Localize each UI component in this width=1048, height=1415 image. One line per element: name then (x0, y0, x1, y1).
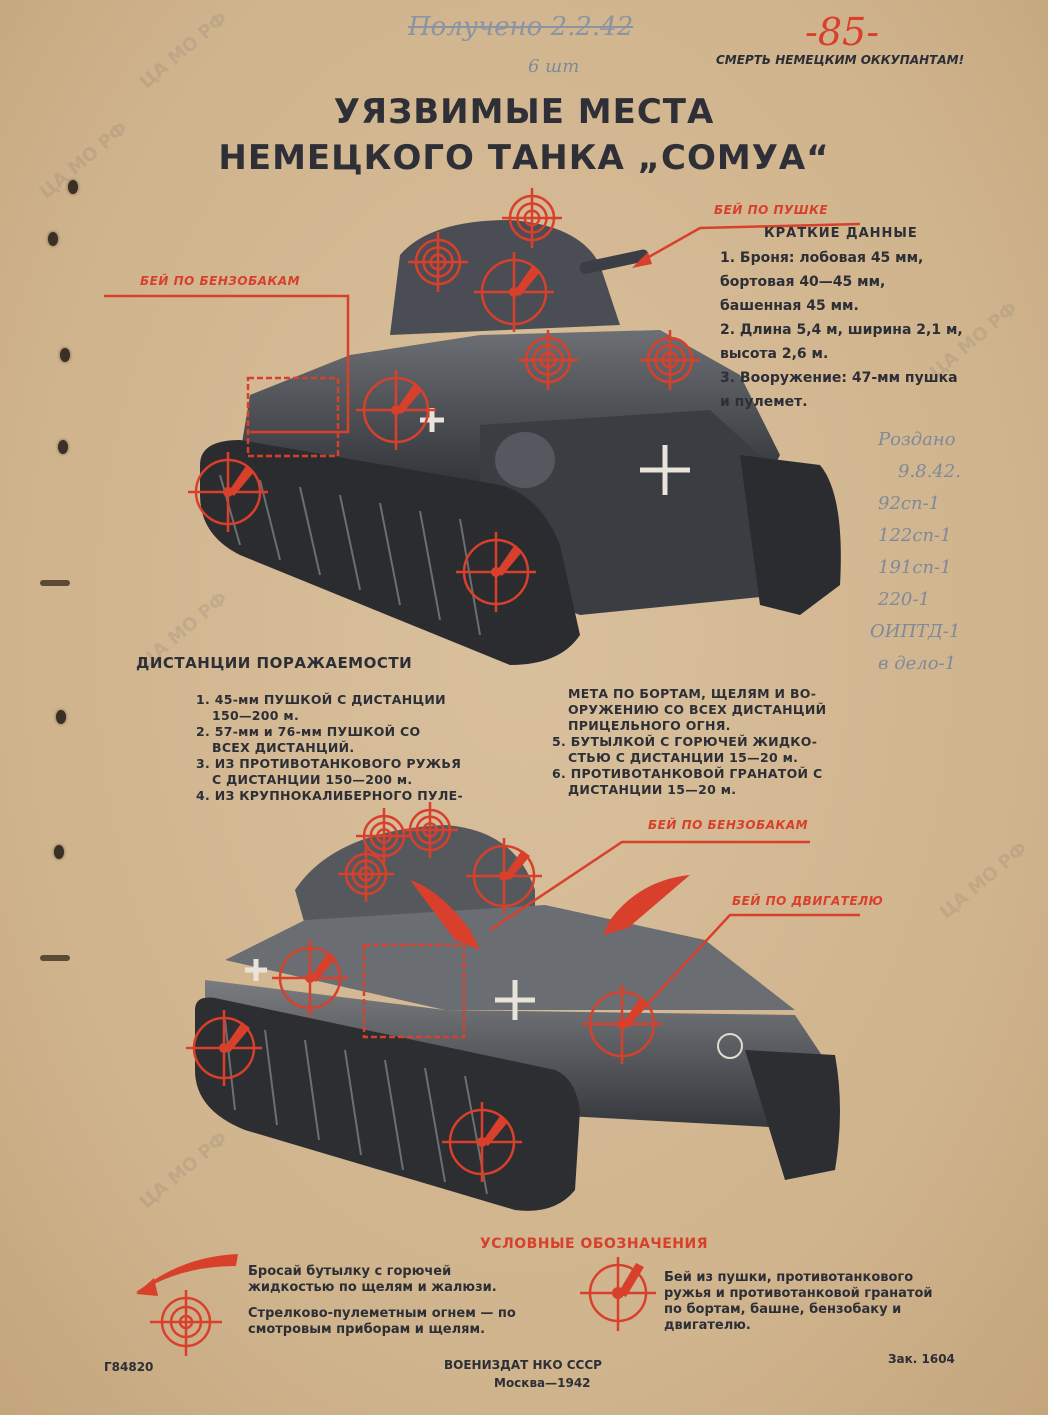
label-hit-gun: БЕЙ ПО ПУШКЕ (714, 203, 829, 217)
handwritten-quantity: 6 шт (528, 56, 580, 77)
binding-slot (40, 955, 70, 961)
footer-publisher: ВОЕНИЗДАТ НКО СССР (444, 1358, 602, 1372)
handwritten-line: в дело-1 (878, 653, 957, 674)
binding-hole (58, 440, 68, 454)
handwritten-line: 122сп-1 (878, 525, 952, 546)
legend-arrow-icon (136, 1254, 238, 1296)
distance-line: С ДИСТАНЦИИ 150—200 м. (212, 772, 413, 787)
handwritten-line: 92сп-1 (878, 493, 941, 514)
spec-item: 1. Броня: лобовая 45 мм, бортовая 40—45 … (720, 250, 924, 314)
specs-list: 1. Броня: лобовая 45 мм, бортовая 40—45 … (720, 246, 970, 414)
hit-target-marker (466, 838, 542, 914)
distance-line: ДИСТАНЦИИ 15—20 м. (568, 782, 737, 797)
hit-target-marker (456, 532, 536, 612)
handwritten-line: 220-1 (878, 589, 930, 610)
distance-line: 150—200 м. (212, 708, 300, 723)
aim-target-marker (518, 330, 578, 390)
distance-line: 5. БУТЫЛКОЙ С ГОРЮЧЕЙ ЖИДКО- (552, 734, 818, 749)
legend-heading: УСЛОВНЫЕ ОБОЗНАЧЕНИЯ (480, 1236, 708, 1252)
distance-line: ОРУЖЕНИЮ СО ВСЕХ ДИСТАНЦИЙ (568, 702, 827, 717)
handwritten-received-note: Получено 2.2.42 (408, 12, 634, 42)
footer-order: Зак. 1604 (888, 1352, 955, 1366)
handwritten-line: 191сп-1 (878, 557, 952, 578)
handwritten-line: Роздано (878, 429, 956, 450)
distances-col-1: 1. 45-мм ПУШКОЙ С ДИСТАНЦИИ 150—200 м. 2… (196, 692, 496, 804)
footer-city-year: Москва—1942 (494, 1376, 591, 1390)
spec-item: 2. Длина 5,4 м, ширина 2,1 м, высота 2,6… (720, 322, 963, 362)
binding-hole (60, 348, 70, 362)
spec-item: 3. Вооружение: 47-мм пушка и пулемет. (720, 370, 958, 410)
aim-target-marker (640, 330, 700, 390)
distance-line: 6. ПРОТИВОТАНКОВОЙ ГРАНАТОЙ С (552, 766, 823, 781)
hit-target-marker (582, 984, 662, 1064)
handwritten-line: 9.8.42. (898, 461, 961, 482)
aim-target-marker (338, 846, 394, 902)
binding-hole (68, 180, 78, 194)
hit-target-marker (188, 452, 268, 532)
legend-target-text: Стрелково-пулеметным огнем — по смотровы… (248, 1306, 516, 1337)
title-line-1: УЯЗВИМЫЕ МЕСТА (333, 92, 715, 132)
footer-code: Г84820 (104, 1360, 154, 1374)
hit-target-marker (474, 252, 554, 332)
distance-line: ВСЕХ ДИСТАНЦИЙ. (212, 740, 355, 755)
binding-hole (56, 710, 66, 724)
top-tank-illustration (180, 195, 860, 675)
bottom-tank-illustration (185, 810, 845, 1220)
handwritten-distribution: Роздано 9.8.42. 92сп-1 122сп-1 191сп-1 2… (870, 424, 961, 680)
slogan: СМЕРТЬ НЕМЕЦКИМ ОККУПАНТАМ! (716, 53, 965, 67)
handwritten-line: ОИПТД-1 (870, 621, 961, 642)
distance-line: СТЬЮ С ДИСТАНЦИИ 15—20 м. (568, 750, 799, 765)
label-hit-engine: БЕЙ ПО ДВИГАТЕЛЮ (732, 894, 884, 908)
aim-target-marker (356, 808, 412, 864)
aim-target-marker (408, 232, 468, 292)
hit-target-marker (442, 1102, 522, 1182)
distance-line: 4. ИЗ КРУПНОКАЛИБЕРНОГО ПУЛЕ- (196, 788, 463, 803)
title-line-2: НЕМЕЦКОГО ТАНКА „СОМУА“ (218, 138, 830, 178)
specs-heading: КРАТКИЕ ДАННЫЕ (764, 226, 918, 241)
legend-target-icon (150, 1290, 222, 1356)
legend-hit-icon (580, 1257, 656, 1331)
distances-col-2: МЕТА ПО БОРТАМ, ЩЕЛЯМ И ВО- ОРУЖЕНИЮ СО … (552, 686, 852, 798)
distances-heading: ДИСТАНЦИИ ПОРАЖАЕМОСТИ (136, 654, 413, 672)
legend-arrow-text: Бросай бутылку с горючей жидкостью по ще… (248, 1264, 497, 1295)
aim-target-marker (502, 188, 562, 248)
distance-line: 2. 57-мм и 76-мм ПУШКОЙ СО (196, 724, 421, 739)
distance-line: МЕТА ПО БОРТАМ, ЩЕЛЯМ И ВО- (568, 686, 817, 701)
hit-target-marker (272, 940, 348, 1016)
hit-target-marker (356, 370, 436, 450)
label-hit-fuel-tanks-bottom: БЕЙ ПО БЕНЗОБАКАМ (648, 818, 809, 832)
distance-line: 3. ИЗ ПРОТИВОТАНКОВОГО РУЖЬЯ (196, 756, 462, 771)
binding-hole (48, 232, 58, 246)
distance-line: 1. 45-мм ПУШКОЙ С ДИСТАНЦИИ (196, 692, 446, 707)
binding-hole (54, 845, 64, 859)
page-number: -85- (805, 10, 880, 54)
aim-target-marker (402, 802, 458, 858)
binding-slot (40, 580, 70, 586)
hit-target-marker (186, 1010, 262, 1086)
label-hit-fuel-tanks-top: БЕЙ ПО БЕНЗОБАКАМ (140, 274, 301, 288)
legend-hit-text: Бей из пушки, противотанкового ружья и п… (664, 1270, 933, 1333)
distance-line: ПРИЦЕЛЬНОГО ОГНЯ. (568, 718, 731, 733)
